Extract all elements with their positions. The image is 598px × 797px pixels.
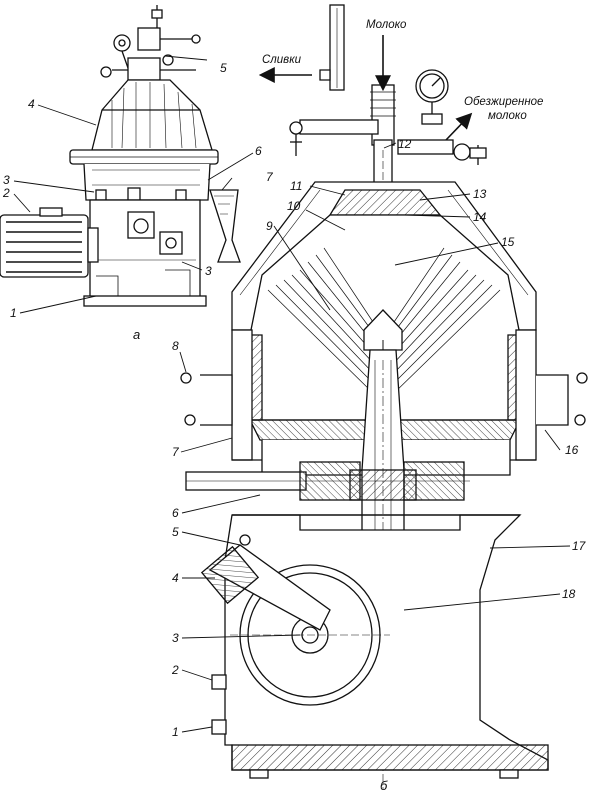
- skim-outflow-label-line1: Обезжиренное: [464, 96, 544, 108]
- section-callout-9: 9: [266, 219, 273, 233]
- skim-outflow-arrow: [445, 112, 473, 141]
- section-callout-4: 4: [172, 571, 179, 585]
- bowl-housing: [83, 163, 211, 201]
- overview-figure: [0, 5, 254, 314]
- worm-gear-drive: [185, 461, 470, 501]
- section-callout-7: 7: [172, 445, 179, 459]
- overview-callout-5: 5: [220, 61, 227, 75]
- overview-callout-2: 2: [3, 186, 10, 200]
- subfigure-label-b: б: [380, 778, 388, 793]
- separator-bowl-icon: [248, 189, 522, 441]
- pressure-gauge-icon: [415, 69, 449, 125]
- tachometer-arm: [200, 534, 331, 631]
- section-callout-1: 1: [172, 725, 179, 739]
- section-callout-13: 13: [473, 187, 487, 201]
- skim-outflow-label-line2: молоко: [488, 110, 527, 122]
- overview-callout-1: 1: [10, 306, 17, 320]
- overview-callout-3a: 3: [3, 173, 10, 187]
- top-valve-assembly: [100, 5, 201, 81]
- section-callout-12: 12: [398, 137, 412, 151]
- overview-leaders: [13, 55, 254, 314]
- section-callout-17: 17: [572, 539, 586, 553]
- section-leaders: [179, 142, 571, 733]
- section-callout-5: 5: [172, 525, 179, 539]
- section-callout-11: 11: [290, 179, 303, 193]
- subfigure-label-a: а: [133, 327, 141, 342]
- bowl-cover: [69, 79, 219, 165]
- overview-callout-6: 6: [255, 144, 262, 158]
- section-figure: [179, 4, 588, 790]
- overview-callout-3b: 3: [205, 264, 212, 278]
- overview-callout-7: 7: [266, 170, 273, 184]
- section-callout-3: 3: [172, 631, 179, 645]
- section-callout-8: 8: [172, 339, 179, 353]
- flow-arrows: [258, 35, 473, 141]
- section-callout-2: 2: [172, 663, 179, 677]
- section-callout-15: 15: [501, 235, 515, 249]
- sediment-receiver: [209, 189, 241, 263]
- side-bolts: [211, 674, 227, 735]
- overview-callout-4: 4: [28, 97, 35, 111]
- section-callout-14: 14: [473, 210, 487, 224]
- section-callout-10: 10: [287, 199, 301, 213]
- cream-outflow-label: Сливки: [262, 54, 302, 66]
- section-callout-18: 18: [562, 587, 576, 601]
- section-callout-16: 16: [565, 443, 579, 457]
- section-callout-6: 6: [172, 506, 179, 520]
- drive-housing: [83, 199, 207, 307]
- milk-inflow-label: Молоко: [366, 19, 407, 31]
- electric-motor-icon: [0, 207, 99, 278]
